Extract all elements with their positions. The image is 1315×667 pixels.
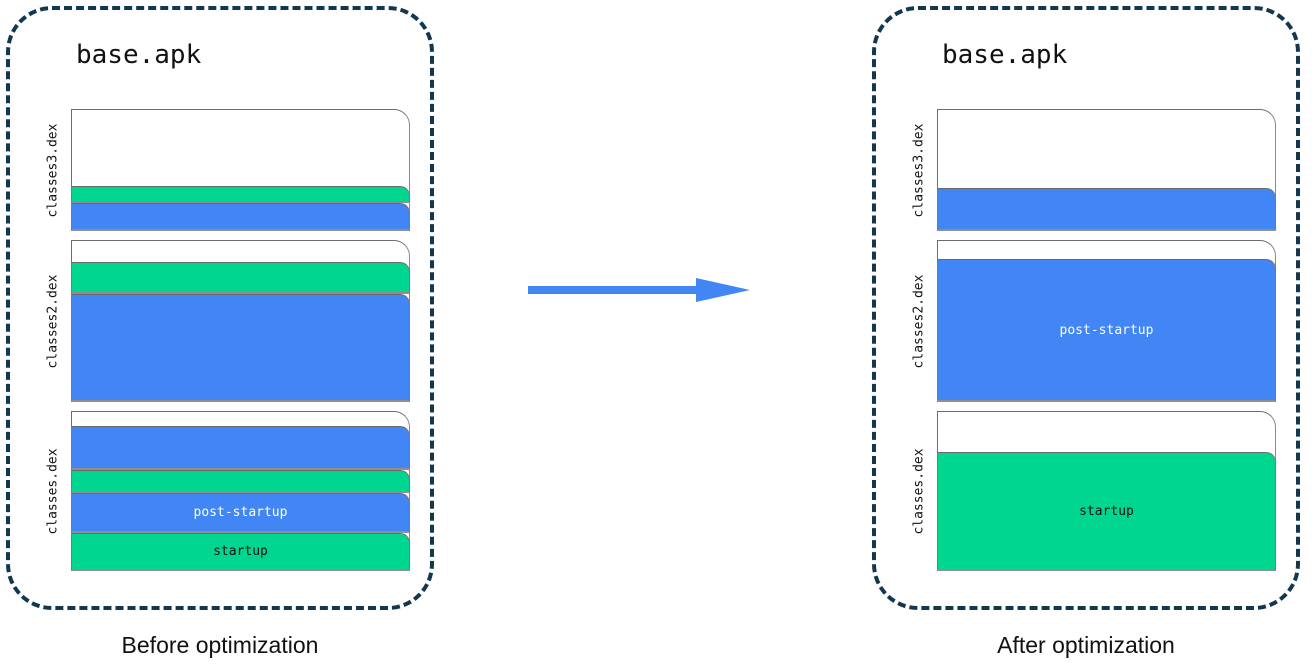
apk-title: base.apk — [942, 40, 1068, 70]
dex-file-label-text: classes2.dex — [45, 274, 61, 368]
dex-file-label: classes2.dex — [904, 240, 934, 402]
dex-file-label: classes.dex — [904, 411, 934, 571]
dex-file-label-text: classes2.dex — [911, 274, 927, 368]
dex-file-label-text: classes3.dex — [911, 123, 927, 217]
dex-file-classes3-dex: classes3.dex — [38, 109, 410, 231]
caption-before: Before optimization — [121, 632, 319, 658]
dex-file-label: classes2.dex — [38, 240, 68, 402]
dex-file-classes3-dex: classes3.dex — [904, 109, 1276, 231]
dex-file-outline — [71, 109, 410, 231]
dex-file-label: classes3.dex — [38, 109, 68, 231]
dex-file-outline — [71, 411, 410, 571]
dex-file-outline — [937, 109, 1276, 231]
dex-file-label: classes3.dex — [904, 109, 934, 231]
dex-file-outline — [937, 240, 1276, 402]
dex-file-classes2-dex: classes2.dex — [38, 240, 410, 402]
apk-title: base.apk — [76, 40, 202, 70]
transformation-arrow — [528, 277, 750, 303]
dex-file-label-text: classes.dex — [45, 447, 61, 535]
caption-after: After optimization — [997, 632, 1175, 658]
right-arrow-icon — [528, 278, 750, 302]
dex-file-label-text: classes3.dex — [45, 123, 61, 217]
dex-file-label-text: classes.dex — [911, 447, 927, 535]
dex-file-outline — [937, 411, 1276, 571]
dex-file-outline — [71, 240, 410, 402]
dex-file-label: classes.dex — [38, 411, 68, 571]
